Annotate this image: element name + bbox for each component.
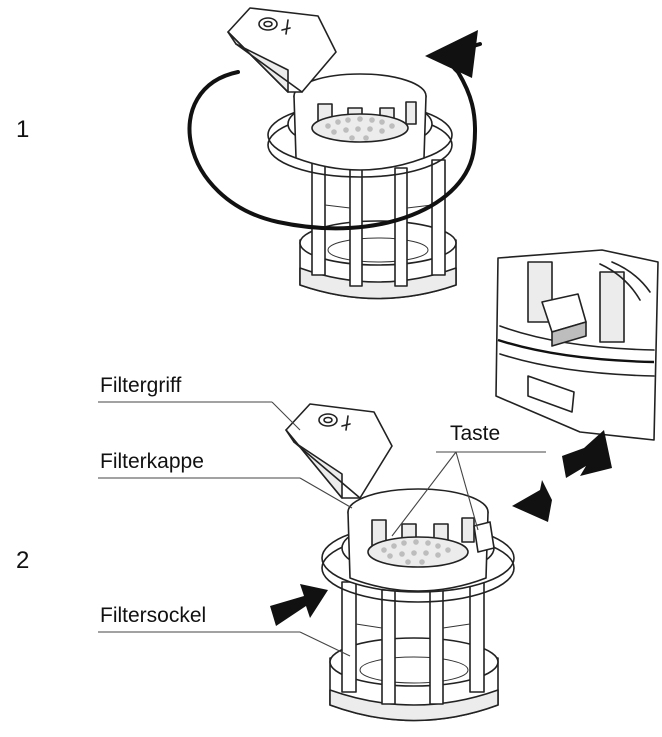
button-detail-inset: [495, 249, 659, 441]
filter-illustration-step-2: [285, 403, 515, 722]
step-number-1: 1: [16, 116, 29, 143]
label-filter-cap: Filterkappe: [100, 450, 204, 473]
filter-illustration-step-1: [227, 7, 457, 300]
press-arrow-icon: [270, 430, 612, 626]
step-number-2-visible: 2: [16, 547, 29, 574]
label-filter-handle: Filtergriff: [100, 374, 181, 397]
label-button: Taste: [450, 422, 500, 445]
rotate-counterclockwise-arrow-icon: [187, 30, 482, 231]
label-filter-base: Filtersockel: [100, 604, 206, 627]
label-leader-lines: [98, 401, 546, 657]
